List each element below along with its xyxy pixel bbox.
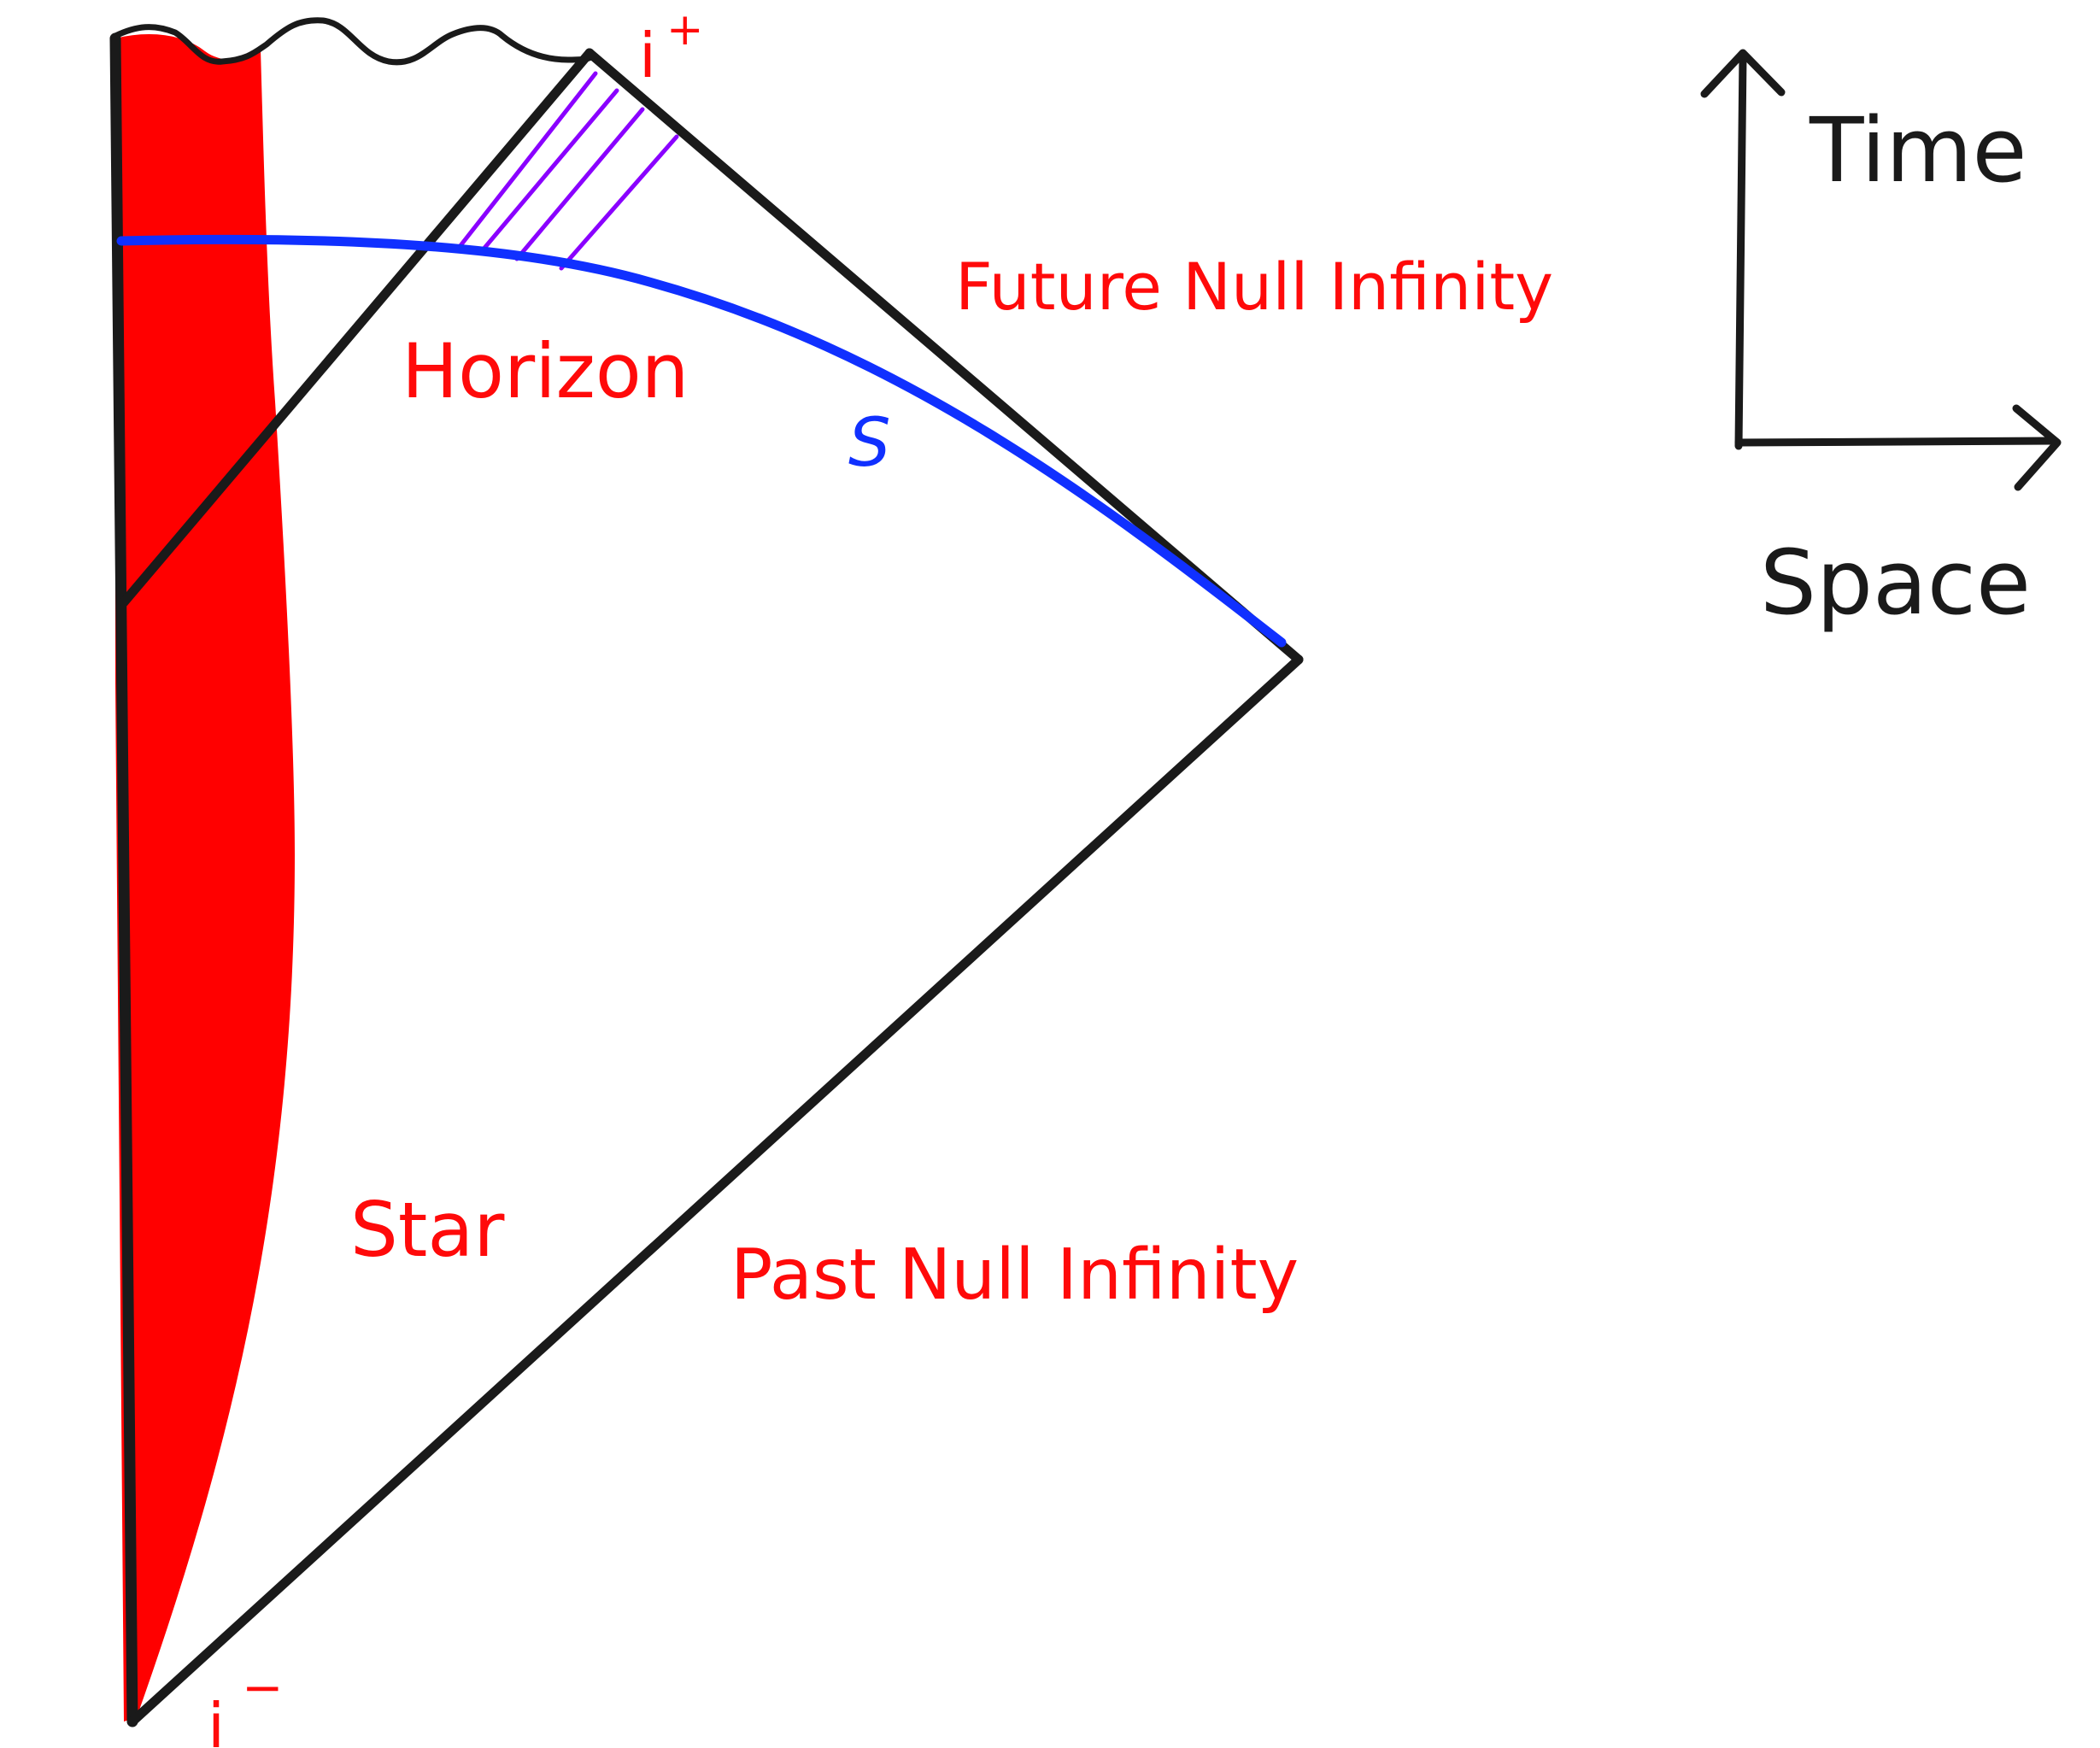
hawking-rays [456, 71, 679, 271]
time-label: Time [1809, 98, 2027, 202]
future-null-infinity-line [584, 48, 1304, 665]
surface-s-label: S [848, 405, 891, 482]
hawking-ray [559, 134, 679, 271]
time-axis [1734, 51, 1747, 450]
space-axis [1734, 437, 2059, 447]
i-plus-superscript: + [666, 4, 704, 56]
origin-axis [109, 32, 138, 1727]
past-null-infinity-label: Past Null Infinity [730, 1235, 1299, 1316]
hawking-ray [456, 71, 598, 250]
event-horizon [119, 48, 595, 607]
hawking-ray [514, 107, 645, 261]
i-minus-label: i [208, 1690, 225, 1748]
space-arrowhead [2012, 404, 2062, 491]
i-plus-label: i [639, 20, 656, 91]
surface-s-curve [116, 234, 1287, 648]
space-label: Space [1760, 531, 2031, 635]
past-null-infinity-line [127, 654, 1304, 1727]
time-arrowhead [1700, 49, 1786, 98]
singularity-line [112, 17, 595, 66]
star-region [115, 34, 295, 1722]
hawking-ray [478, 88, 619, 255]
axes-indicator [1700, 49, 2062, 491]
horizon-label: Horizon [402, 327, 689, 415]
i-minus-superscript: − [242, 1658, 284, 1716]
star-label: Star [350, 1186, 505, 1274]
future-null-infinity-label: Future Null Infinity [955, 249, 1553, 325]
